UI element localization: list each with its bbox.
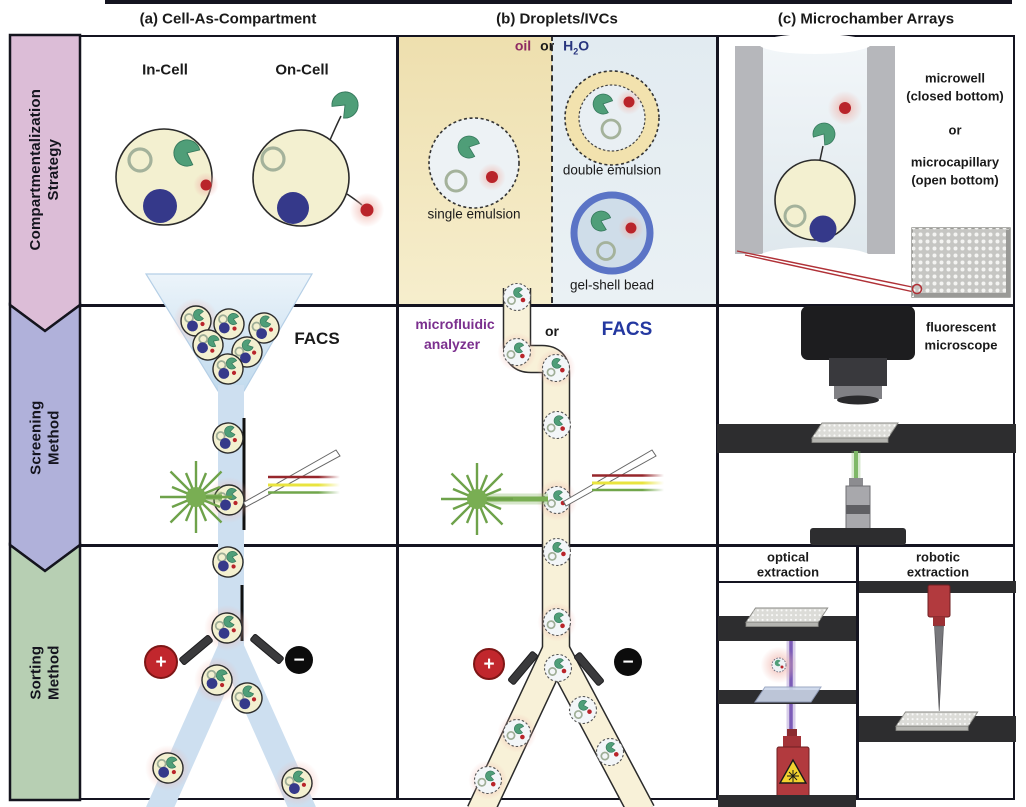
robotic-extraction-graphic — [859, 581, 1016, 742]
label-gel-shell-bead: gel-shell bead — [569, 277, 655, 293]
band-sorting — [8, 542, 82, 802]
header-cell-as-compartment: (a) Cell-As-Compartment — [139, 10, 317, 28]
microscope-graphic — [717, 306, 1016, 545]
microchamber-graphic — [735, 34, 895, 267]
label-facs-a: FACS — [294, 329, 340, 348]
on-cell-graphic — [252, 91, 385, 228]
header-microchamber-arrays: (c) Microchamber Arrays — [777, 10, 955, 28]
optical-extraction-graphic — [718, 607, 856, 807]
double-emulsion-graphic — [564, 70, 660, 166]
sidebar-row-screening: Screening Method — [10, 305, 80, 571]
label-fluorescent: fluorescent — [925, 319, 997, 335]
oil-water-divider — [551, 35, 553, 303]
positive-sort-marker-a: + — [144, 645, 178, 679]
label-oil: oil — [514, 37, 532, 54]
detector-needle-icon-b — [562, 449, 664, 507]
negative-sort-marker-b: − — [614, 648, 642, 676]
positive-sort-marker-b: + — [473, 648, 505, 680]
label-robotic: robotic — [915, 549, 961, 565]
label-analyzer: analyzer — [423, 336, 481, 352]
header-droplets-ivcs: (b) Droplets/IVCs — [496, 10, 618, 28]
laser-icon — [158, 459, 234, 535]
top-crop-bar — [105, 0, 1012, 4]
single-emulsion-graphic — [428, 117, 520, 209]
in-cell-graphic — [115, 128, 219, 226]
sidebar-row-sorting: Sorting Method — [10, 545, 80, 800]
sidebar-label-sorting: Sorting Method — [27, 645, 62, 700]
label-optical-extraction: extraction — [756, 564, 820, 580]
label-or-b2: or — [545, 323, 559, 339]
label-single-emulsion: single emulsion — [427, 206, 521, 222]
sidebar-label-compartmentalization: Compartmentalization Strategy — [27, 89, 63, 251]
label-on-cell: On-Cell — [275, 61, 329, 79]
detector-needle-icon — [242, 449, 341, 508]
label-microcapillary: microcapillary — [910, 154, 1000, 170]
divider-col-a-b — [396, 35, 399, 800]
sorting-electrodes-a — [179, 634, 284, 665]
negative-sort-marker-a: − — [285, 646, 313, 674]
label-h2o: H2O — [563, 37, 590, 57]
sidebar-row-compartmentalization: Compartmentalization Strategy — [10, 35, 80, 305]
microwell-array-graphic — [736, 227, 1011, 298]
gel-shell-bead-graphic — [570, 191, 654, 275]
label-or-top: or — [540, 37, 555, 54]
label-optical: optical — [767, 549, 809, 565]
label-microfluidic: microfluidic — [415, 316, 495, 332]
divider-col-b-c — [716, 35, 719, 800]
sidebar-label-screening: Screening Method — [27, 400, 63, 476]
cells-in-channel — [145, 298, 320, 806]
label-facs-b: FACS — [601, 319, 653, 340]
label-robotic-extraction: extraction — [906, 564, 970, 580]
label-microwell-sub: (closed bottom) — [906, 88, 1004, 104]
label-microwell: microwell — [925, 70, 985, 86]
divider-row-1-2 — [80, 304, 1015, 307]
divider-extraction-panels — [856, 545, 859, 800]
laser-icon-b — [439, 461, 548, 537]
sorting-electrodes-b — [508, 651, 604, 686]
label-double-emulsion: double emulsion — [562, 162, 662, 178]
label-microscope: microscope — [924, 337, 998, 353]
label-in-cell: In-Cell — [142, 61, 188, 79]
label-oil-or-water: oil or H2O — [515, 38, 589, 57]
label-microcapillary-sub: (open bottom) — [911, 172, 999, 188]
sidebar-bands — [8, 33, 82, 802]
label-or-c1: or — [948, 122, 962, 138]
